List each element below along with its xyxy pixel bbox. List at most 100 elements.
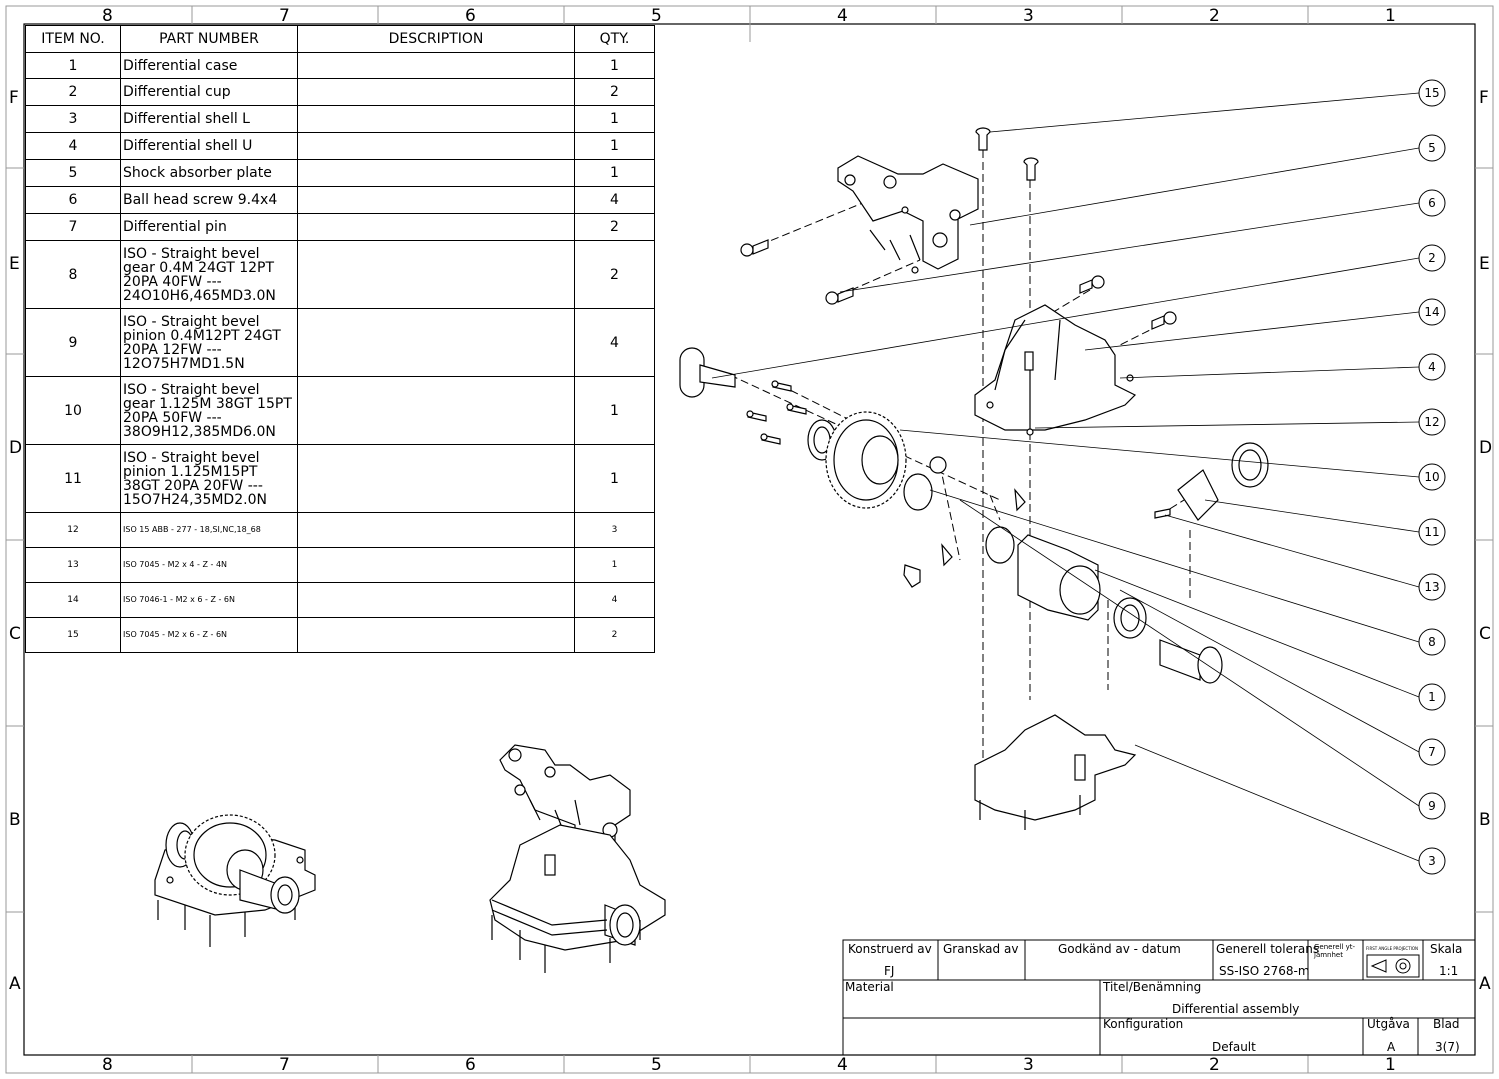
bom-description [297, 308, 575, 377]
surface-finish-label: Generell yt-jämnhet [1314, 943, 1356, 959]
bom-description [297, 444, 575, 513]
bom-description [297, 105, 575, 133]
bom-header-desc: DESCRIPTION [297, 25, 575, 53]
bom-item-no: 6 [25, 186, 121, 214]
balloon-label: 3 [1428, 854, 1436, 868]
bom-part-number: ISO 7045 - M2 x 4 - Z - 4N [120, 547, 298, 583]
approval-label: Godkänd av - datum [1058, 942, 1181, 956]
bom-item-no: 15 [25, 617, 121, 653]
bom-item-no: 3 [25, 105, 121, 133]
zone-col-label: 6 [465, 6, 476, 26]
bom-qty: 1 [574, 444, 655, 513]
bom-description [297, 376, 575, 445]
zone-col-label: 4 [837, 6, 848, 26]
scale-label: Skala [1430, 942, 1463, 956]
revision-label: Utgåva [1367, 1017, 1410, 1031]
bom-part-number: ISO 15 ABB - 277 - 18,SI,NC,18_68 [120, 512, 298, 548]
bom-item-no: 2 [25, 78, 121, 106]
bom-item-no: 7 [25, 213, 121, 241]
title-label: Titel/Benämning [1103, 980, 1202, 994]
balloon-label: 15 [1424, 86, 1439, 100]
title-block-lines [842, 939, 1476, 1056]
zone-row-label: B [1479, 810, 1491, 830]
zone-row-label: A [9, 974, 21, 994]
bom-qty: 2 [574, 240, 655, 309]
bom-item-no: 5 [25, 159, 121, 187]
bom-qty: 2 [574, 213, 655, 241]
bom-header-item: ITEM NO. [25, 25, 121, 53]
bom-qty: 2 [574, 78, 655, 106]
zone-col-label: 2 [1209, 6, 1220, 26]
balloon-label: 10 [1424, 470, 1439, 484]
bom-qty: 4 [574, 582, 655, 618]
zone-col-label: 5 [651, 6, 662, 26]
zone-row-label: C [1479, 624, 1491, 644]
balloon-label: 14 [1424, 305, 1439, 319]
bom-description [297, 52, 575, 79]
bom-description [297, 159, 575, 187]
configuration-label: Konfiguration [1103, 1017, 1184, 1031]
bom-part-number: Differential cup [120, 78, 298, 106]
sheet-label: Blad [1433, 1017, 1460, 1031]
projection-label: FIRST ANGLE PROJECTION [1366, 946, 1418, 951]
bom-part-number: ISO 7046-1 - M2 x 6 - Z - 6N [120, 582, 298, 618]
bom-qty: 1 [574, 105, 655, 133]
designer-label: Konstruerd av [848, 942, 932, 956]
drawing-title: Differential assembly [1172, 1002, 1300, 1016]
checker-label: Granskad av [943, 942, 1019, 956]
iso-full-assembly [489, 744, 666, 973]
bom-description [297, 78, 575, 106]
balloon-label: 12 [1424, 415, 1439, 429]
balloon-label: 11 [1424, 525, 1439, 539]
bom-description [297, 186, 575, 214]
balloon-label: 6 [1428, 196, 1436, 210]
balloon-label: 4 [1428, 360, 1436, 374]
scale-value: 1:1 [1439, 964, 1459, 978]
bom-part-number: Ball head screw 9.4x4 [120, 186, 298, 214]
bom-part-number: ISO - Straight bevel gear 0.4M 24GT 12PT… [120, 240, 298, 309]
bom-item-no: 11 [25, 444, 121, 513]
balloon-label: 8 [1428, 635, 1436, 649]
balloon-label: 13 [1424, 580, 1439, 594]
bom-item-no: 1 [25, 52, 121, 79]
bom-part-number: ISO 7045 - M2 x 6 - Z - 6N [120, 617, 298, 653]
bom-description [297, 240, 575, 309]
bom-description [297, 512, 575, 548]
configuration-value: Default [1212, 1040, 1256, 1054]
zone-col-label: 8 [102, 1055, 113, 1075]
bom-item-no: 4 [25, 132, 121, 160]
bom-part-number: ISO - Straight bevel gear 1.125M 38GT 15… [120, 376, 298, 445]
designer-value: FJ [884, 964, 895, 978]
zone-col-label: 3 [1023, 6, 1034, 26]
bom-part-number: Shock absorber plate [120, 159, 298, 187]
bom-qty: 4 [574, 308, 655, 377]
zone-row-label: E [1479, 254, 1490, 274]
bom-item-no: 12 [25, 512, 121, 548]
bom-part-number: ISO - Straight bevel pinion 0.4M12PT 24G… [120, 308, 298, 377]
bom-qty: 2 [574, 617, 655, 653]
bom-header-qty: QTY. [574, 25, 655, 53]
revision-value: A [1387, 1040, 1396, 1054]
balloon-circles [1418, 79, 1446, 875]
bom-item-no: 9 [25, 308, 121, 377]
bom-part-number: Differential pin [120, 213, 298, 241]
bom-item-no: 13 [25, 547, 121, 583]
bom-description [297, 132, 575, 160]
tolerance-value: SS-ISO 2768-m [1219, 964, 1310, 978]
zone-col-label: 1 [1385, 6, 1396, 26]
bom-qty: 1 [574, 132, 655, 160]
bom-qty: 4 [574, 186, 655, 214]
zone-col-label: 2 [1209, 1055, 1220, 1075]
material-label: Material [845, 980, 894, 994]
zone-row-label: D [1479, 438, 1493, 458]
bom-description [297, 617, 575, 653]
